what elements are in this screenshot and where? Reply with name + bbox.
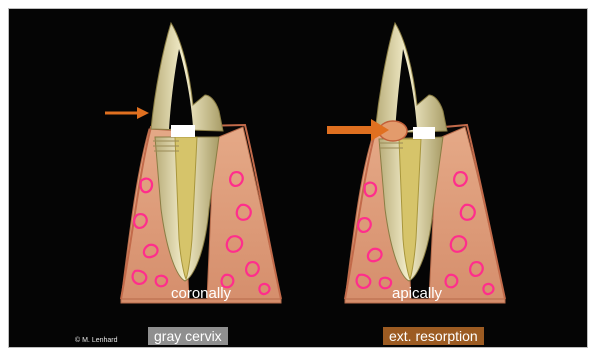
right-cervical-white [413, 127, 435, 139]
left-caption: coronally [171, 285, 231, 302]
gray-cervix-label: gray cervix [148, 327, 228, 345]
right-tooth-diagram [327, 23, 505, 303]
author-credit: © M. Lenhard [75, 337, 118, 344]
ext-resorption-label: ext. resorption [383, 327, 484, 345]
right-caption: apically [392, 285, 442, 302]
left-cervical-white [171, 125, 195, 137]
left-tooth-diagram [105, 23, 281, 303]
diagram-canvas: coronally apically © M. Lenhard gray cer… [8, 8, 588, 348]
diagram-svg [9, 9, 588, 348]
left-arrow-icon [105, 107, 149, 119]
